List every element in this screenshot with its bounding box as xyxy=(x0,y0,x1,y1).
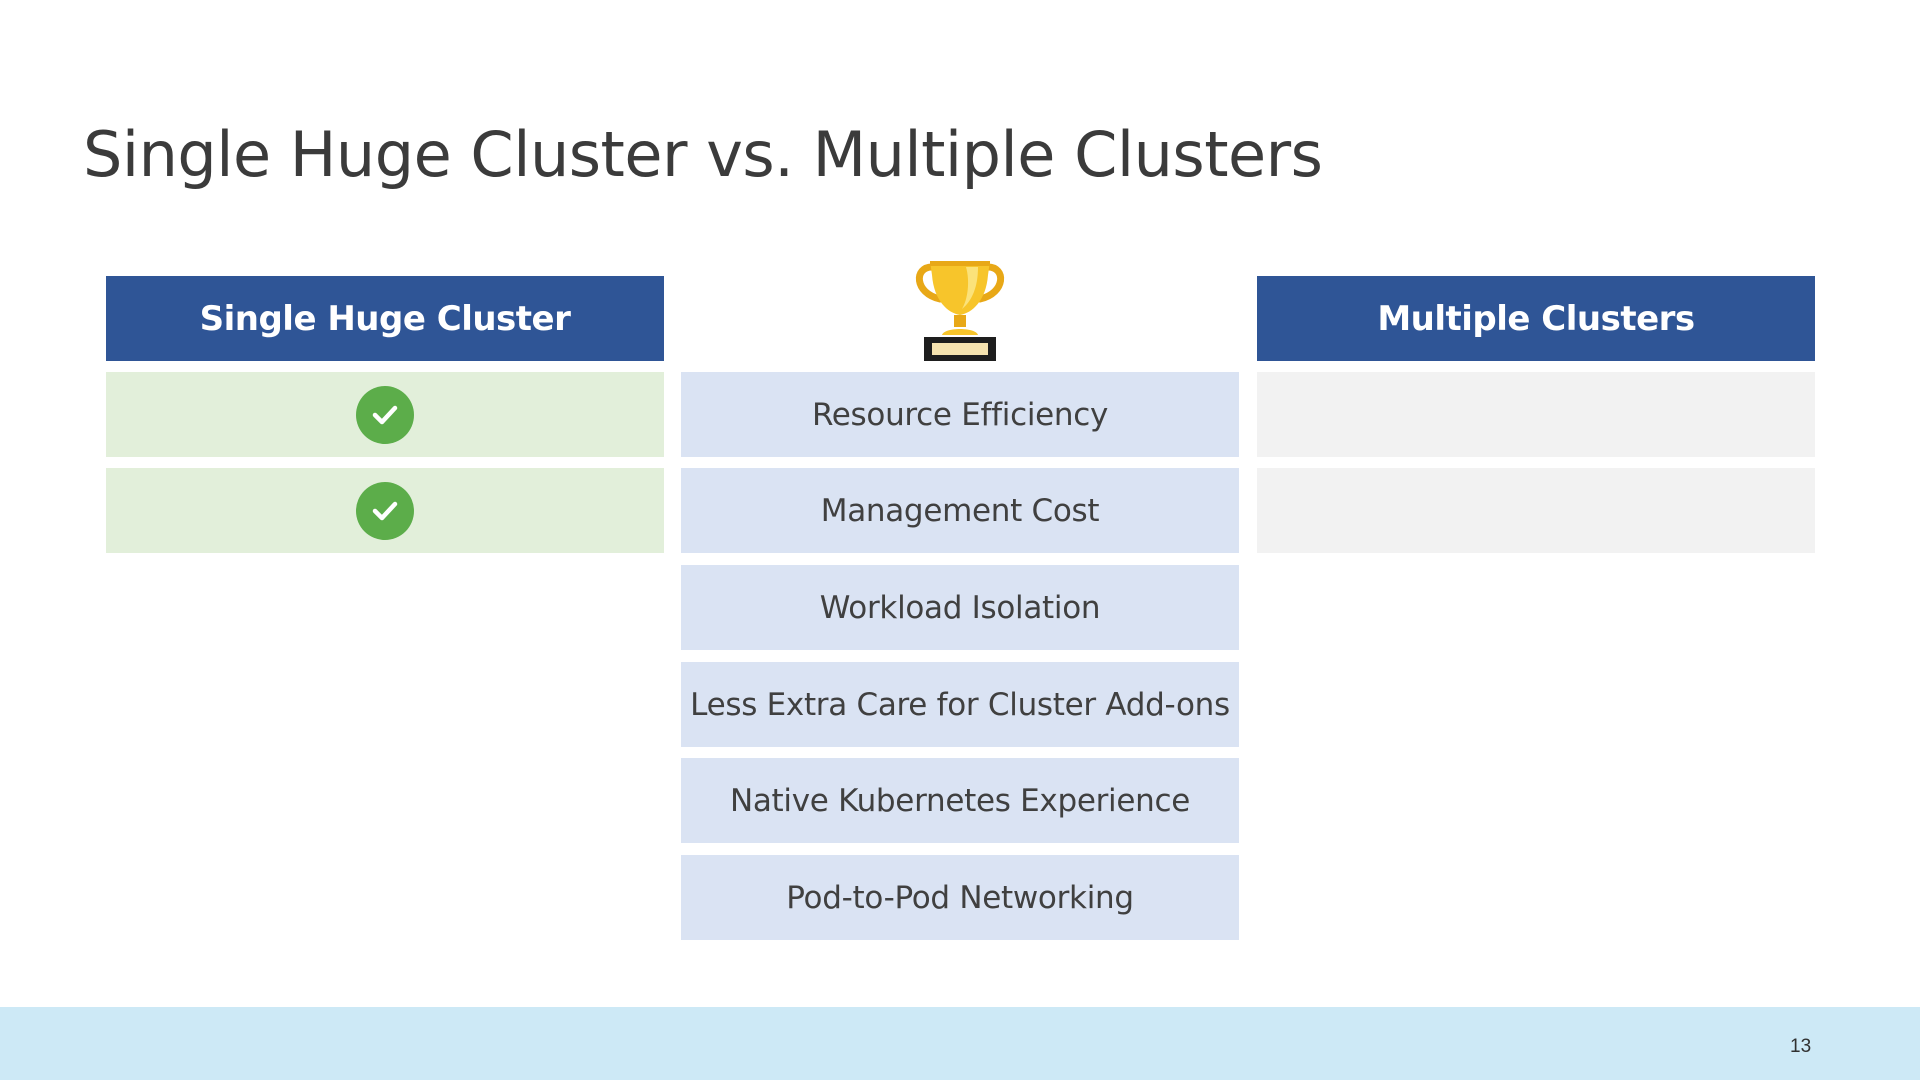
criterion-less-extra-care-for-cluster-add-ons: Less Extra Care for Cluster Add-ons xyxy=(681,662,1239,747)
multi-cluster-cell-management-cost xyxy=(1257,468,1815,553)
criterion-resource-efficiency: Resource Efficiency xyxy=(681,372,1239,457)
single-cluster-cell-management-cost xyxy=(106,468,664,553)
check-circle-icon xyxy=(356,385,414,444)
check-circle-icon xyxy=(356,481,414,540)
page-number: 13 xyxy=(1790,1036,1812,1057)
multi-cluster-cell-resource-efficiency xyxy=(1257,372,1815,457)
criterion-management-cost: Management Cost xyxy=(681,468,1239,553)
column-header-multiple-clusters: Multiple Clusters xyxy=(1257,276,1815,361)
criterion-pod-to-pod-networking: Pod-to-Pod Networking xyxy=(681,855,1239,940)
criterion-workload-isolation: Workload Isolation xyxy=(681,565,1239,650)
criterion-native-kubernetes-experience: Native Kubernetes Experience xyxy=(681,758,1239,843)
single-cluster-cell-resource-efficiency xyxy=(106,372,664,457)
slide-title: Single Huge Cluster vs. Multiple Cluster… xyxy=(83,118,1323,191)
trophy-icon xyxy=(915,261,1005,361)
footer-bar xyxy=(0,1007,1920,1080)
column-header-single-huge-cluster: Single Huge Cluster xyxy=(106,276,664,361)
